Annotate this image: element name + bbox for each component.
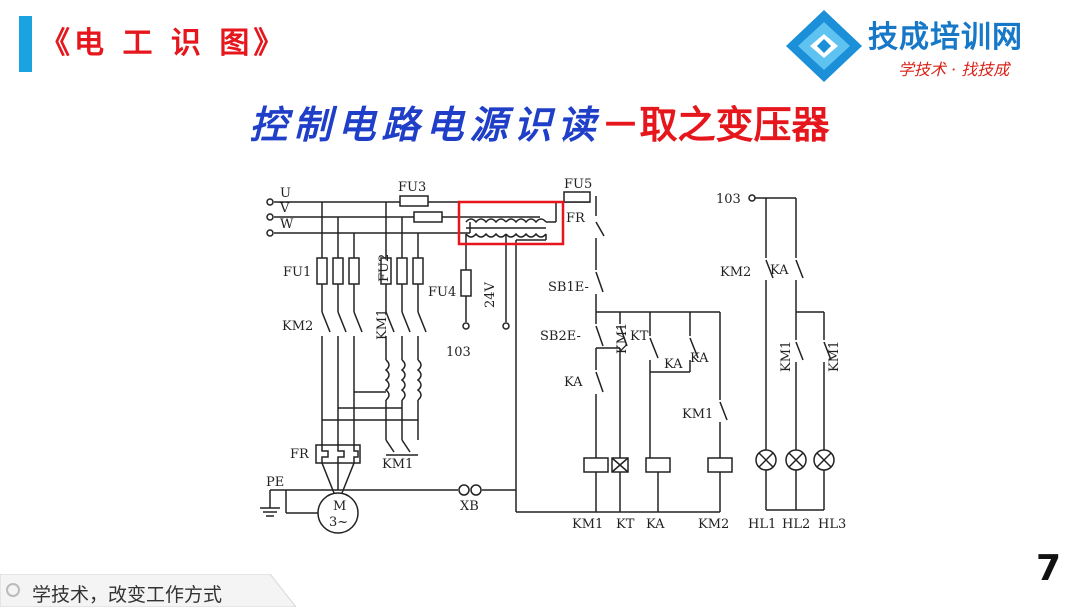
label-motor-m: M bbox=[333, 499, 346, 514]
label-ka-ctrl1: KA bbox=[664, 357, 683, 372]
label-coil-ka: KA bbox=[646, 517, 665, 532]
brand-logo: 技成培训网 学技术 · 找技成 bbox=[782, 6, 1072, 86]
label-km1-ctrl2: KM1 bbox=[682, 407, 713, 422]
series-title: 《电 工 识 图》 bbox=[40, 26, 288, 61]
label-motor-phase: 3~ bbox=[329, 515, 348, 530]
label-xb: XB bbox=[460, 499, 479, 514]
label-u: U bbox=[280, 186, 291, 201]
label-km1-ctrl: KM1 bbox=[615, 323, 630, 354]
label-v: V bbox=[279, 201, 290, 216]
label-sb1e: SB1E- bbox=[548, 280, 589, 295]
label-ka-left: KA bbox=[564, 375, 583, 390]
label-fu3: FU3 bbox=[398, 180, 426, 195]
label-km1-signal-2: KM1 bbox=[827, 341, 842, 372]
label-km1-signal-1: KM1 bbox=[779, 341, 794, 372]
label-103-right: 103 bbox=[716, 192, 741, 207]
label-coil-kt: KT bbox=[616, 517, 635, 532]
label-fu5: FU5 bbox=[564, 177, 592, 192]
slide-title: 控制电路电源识读－取之变压器 bbox=[0, 94, 1079, 149]
slide-title-main: 控制电路电源识读 bbox=[249, 102, 602, 147]
label-km1-main: KM1 bbox=[375, 309, 390, 340]
transformer-highlight-box bbox=[457, 200, 565, 246]
footer-text: 学技术，改变工作方式 bbox=[32, 584, 223, 606]
label-ka-signal: KA bbox=[770, 263, 789, 278]
footer-banner bbox=[0, 574, 297, 607]
label-w: W bbox=[280, 217, 294, 232]
label-pe: PE bbox=[266, 475, 284, 490]
label-coil-km2: KM2 bbox=[698, 517, 729, 532]
label-fu4: FU4 bbox=[428, 285, 456, 300]
slide-title-highlight: 取之变压器 bbox=[639, 103, 830, 147]
label-ka-ctrl2: KA bbox=[690, 351, 709, 366]
label-km2-main: KM2 bbox=[282, 319, 313, 334]
label-coil-km1: KM1 bbox=[572, 517, 603, 532]
label-103-left: 103 bbox=[446, 345, 471, 360]
page-number: 7 bbox=[1036, 548, 1062, 589]
diamond-logo-icon bbox=[786, 10, 862, 82]
label-hl1: HL1 bbox=[748, 517, 776, 532]
label-fr-main: FR bbox=[290, 447, 310, 462]
slide-title-dash: － bbox=[601, 103, 640, 147]
label-fr-ctrl: FR bbox=[566, 211, 586, 226]
label-hl3: HL3 bbox=[818, 517, 846, 532]
header-accent-bar bbox=[19, 16, 32, 72]
label-fu2: FU2 bbox=[377, 254, 392, 282]
logo-slogan: 学技术 · 找技成 bbox=[898, 60, 1010, 79]
logo-name: 技成培训网 bbox=[868, 20, 1023, 55]
label-24v: 24V bbox=[483, 281, 498, 308]
label-km1-bottom: KM1 bbox=[382, 457, 413, 472]
label-kt-ctrl: KT bbox=[630, 329, 649, 344]
label-hl2: HL2 bbox=[782, 517, 810, 532]
label-km2-signal: KM2 bbox=[720, 265, 751, 280]
label-sb2e: SB2E- bbox=[540, 329, 581, 344]
label-fu1: FU1 bbox=[283, 265, 311, 280]
